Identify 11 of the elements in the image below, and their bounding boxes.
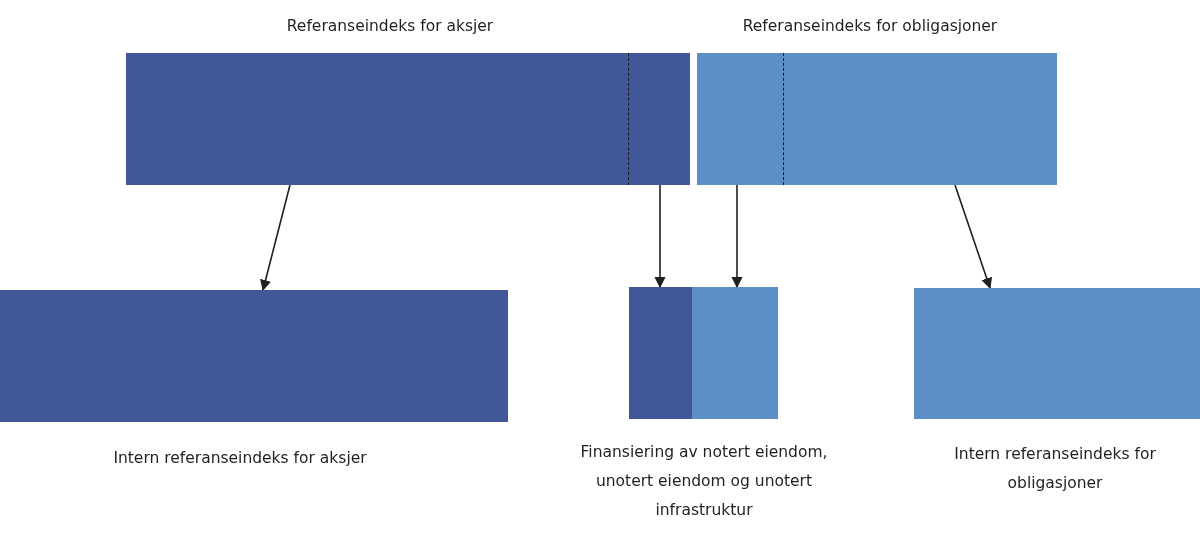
index-segment (629, 287, 692, 419)
bar-label: Finansiering av notert eiendom, unotert eiendom og unotert infrastruktur (579, 442, 829, 521)
bar-label: Referanseindeks for aksjer (285, 16, 495, 37)
index-segment (692, 287, 778, 419)
arrow (954, 184, 993, 290)
arrow (654, 184, 666, 289)
arrow (731, 184, 743, 289)
arrow (260, 184, 291, 292)
bar-label: Intern referanseindeks for obligasjoner (953, 444, 1157, 494)
bar-label: Referanseindeks for obligasjoner (741, 16, 999, 37)
bar-label: Intern referanseindeks for aksjer (112, 448, 368, 469)
